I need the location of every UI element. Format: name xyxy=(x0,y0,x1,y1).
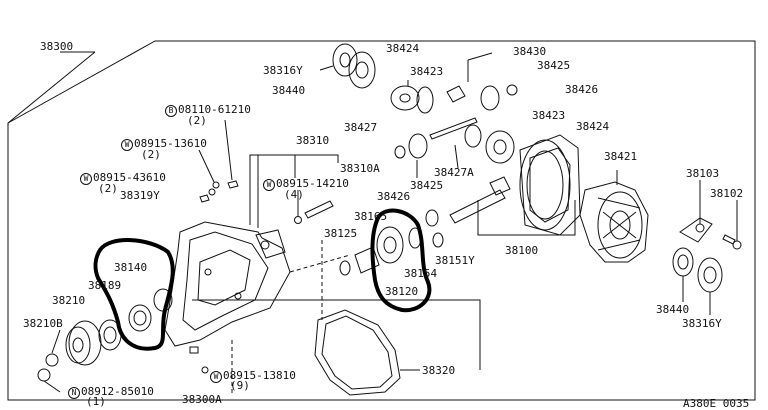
highlight-bearing-38120 xyxy=(370,208,432,313)
diff-case xyxy=(579,170,649,263)
label-38100: 38100 xyxy=(505,244,539,257)
label-08915-13610-qty: (2) xyxy=(141,148,161,161)
label-38440-top: 38440 xyxy=(272,84,306,97)
label-38210b: 38210B xyxy=(23,317,63,330)
top-bearing-group xyxy=(319,43,376,89)
diagram-code: A380E 0035 xyxy=(683,397,750,410)
label-38421: 38421 xyxy=(604,150,638,163)
label-38103: 38103 xyxy=(686,167,720,180)
label-38140: 38140 xyxy=(114,261,148,274)
label-38320: 38320 xyxy=(422,364,456,377)
label-38165: 38165 xyxy=(354,210,388,223)
assembly-boundary xyxy=(7,40,756,401)
label-08915-14210-qty: (4) xyxy=(284,188,304,201)
label-38189: 38189 xyxy=(88,279,122,292)
label-38423-top: 38423 xyxy=(410,65,444,78)
highlight-oil-seal xyxy=(93,238,175,351)
label-08915-13810-qty: (9) xyxy=(230,379,250,392)
flange-assembly xyxy=(37,288,173,393)
bracket-38100 xyxy=(477,200,576,236)
label-38154: 38154 xyxy=(404,267,438,280)
plug-38300a xyxy=(189,346,209,374)
label-38310a: 38310A xyxy=(340,162,380,175)
label-38425-mid: 38425 xyxy=(410,179,444,192)
label-38424-mid: 38424 xyxy=(576,120,610,133)
adjuster-38103 xyxy=(679,180,742,250)
ring-and-pinion xyxy=(449,134,581,236)
gasket-38320 xyxy=(314,309,420,396)
label-38430: 38430 xyxy=(513,45,547,58)
label-38425-top: 38425 xyxy=(537,59,571,72)
leader-38310 xyxy=(249,154,339,225)
label-38424-top: 38424 xyxy=(386,42,420,55)
label-38300: 38300 xyxy=(40,40,74,53)
carrier-housing xyxy=(164,221,291,347)
fastener-cluster xyxy=(198,119,239,203)
label-38120: 38120 xyxy=(385,285,419,298)
label-38426-mid: 38426 xyxy=(377,190,411,203)
stud-bolt xyxy=(294,190,334,224)
label-38125: 38125 xyxy=(324,227,358,240)
side-gear-group xyxy=(390,52,518,178)
side-bearing-right xyxy=(672,247,723,315)
label-38102: 38102 xyxy=(710,187,744,200)
label-38423-mid: 38423 xyxy=(532,109,566,122)
label-38210: 38210 xyxy=(52,294,86,307)
label-08915-43610-qty: (2) xyxy=(98,182,118,195)
label-08110-61210-qty: (2) xyxy=(187,114,207,127)
label-38316y-top: 38316Y xyxy=(263,64,303,77)
label-38440-bot: 38440 xyxy=(656,303,690,316)
label-38300a: 38300A xyxy=(182,393,222,406)
label-38427: 38427 xyxy=(344,121,378,134)
label-38310: 38310 xyxy=(296,134,330,147)
label-38426-top: 38426 xyxy=(565,83,599,96)
label-38151y: 38151Y xyxy=(435,254,475,267)
label-38319y: 38319Y xyxy=(120,189,160,202)
label-38427a: 38427A xyxy=(434,166,474,179)
label-38316y-bot: 38316Y xyxy=(682,317,722,330)
label-08912-85010-qty: (1) xyxy=(86,395,106,408)
